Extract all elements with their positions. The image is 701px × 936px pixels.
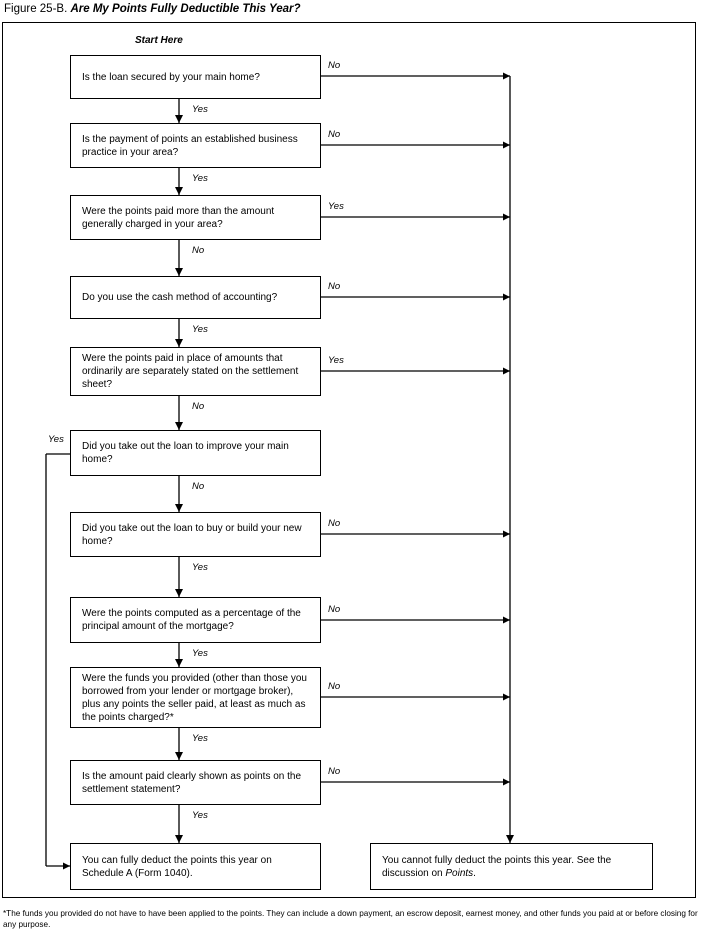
side-label: Yes (328, 201, 344, 212)
question-text: Is the loan secured by your main home? (82, 71, 260, 83)
side-label: No (328, 681, 341, 692)
figure-heading: Are My Points Fully Deductible This Year… (70, 3, 301, 15)
outcome-no-prefix: You cannot fully deduct the points this … (382, 854, 612, 879)
points-reference: Points (445, 867, 474, 879)
question-text: Do you use the cash method of accounting… (82, 292, 278, 303)
down-label: No (192, 481, 205, 492)
side-label: Yes (328, 355, 344, 366)
down-label: Yes (192, 173, 208, 184)
down-label: No (192, 401, 205, 412)
side-label: No (328, 129, 341, 140)
side-label: No (328, 766, 341, 777)
side-label: No (328, 60, 341, 71)
flowchart-frame (2, 22, 696, 898)
down-label: Yes (192, 104, 208, 115)
question-text: Is the amount paid clearly shown as poin… (82, 770, 302, 795)
question-box-6: Did you take out the loan to improve you… (70, 430, 321, 476)
question-text: Were the points paid in place of amounts… (82, 353, 299, 390)
down-label: Yes (192, 810, 208, 821)
question-box-4: Do you use the cash method of accounting… (70, 276, 321, 319)
question-box-7: Did you take out the loan to buy or buil… (70, 512, 321, 557)
side-label: No (328, 518, 341, 529)
question-box-1: Is the loan secured by your main home? (70, 55, 321, 99)
question-text: Were the funds you provided (other than … (82, 672, 307, 723)
question-text: Did you take out the loan to buy or buil… (82, 522, 302, 547)
question-box-8: Were the points computed as a percentage… (70, 597, 321, 643)
outcome-no-suffix: . (473, 867, 476, 879)
footnote: *The funds you provided do not have to h… (3, 909, 698, 929)
question-text: Were the points computed as a percentage… (82, 608, 301, 632)
question-box-5: Were the points paid in place of amounts… (70, 347, 321, 396)
side-label: No (328, 604, 341, 615)
outcome-no-box: You cannot fully deduct the points this … (370, 843, 653, 890)
down-label: Yes (192, 733, 208, 744)
question-text: Were the points paid more than the amoun… (82, 205, 275, 230)
down-label: Yes (192, 324, 208, 335)
figure-label: Figure 25-B. (4, 3, 68, 15)
down-label: Yes (192, 562, 208, 573)
side-label: No (328, 281, 341, 292)
down-label: Yes (192, 648, 208, 659)
question-box-9: Were the funds you provided (other than … (70, 667, 321, 728)
outcome-no-text: You cannot fully deduct the points this … (382, 854, 644, 880)
down-label: No (192, 245, 205, 256)
figure-title: Figure 25-B. Are My Points Fully Deducti… (4, 3, 301, 15)
question-box-10: Is the amount paid clearly shown as poin… (70, 760, 321, 805)
question-box-2: Is the payment of points an established … (70, 123, 321, 168)
outcome-yes-text: You can fully deduct the points this yea… (82, 854, 272, 879)
outcome-yes-box: You can fully deduct the points this yea… (70, 843, 321, 890)
question-box-3: Were the points paid more than the amoun… (70, 195, 321, 240)
start-label: Start Here (135, 35, 183, 46)
side-label: Yes (48, 434, 64, 445)
question-text: Is the payment of points an established … (82, 133, 298, 158)
question-text: Did you take out the loan to improve you… (82, 441, 289, 465)
